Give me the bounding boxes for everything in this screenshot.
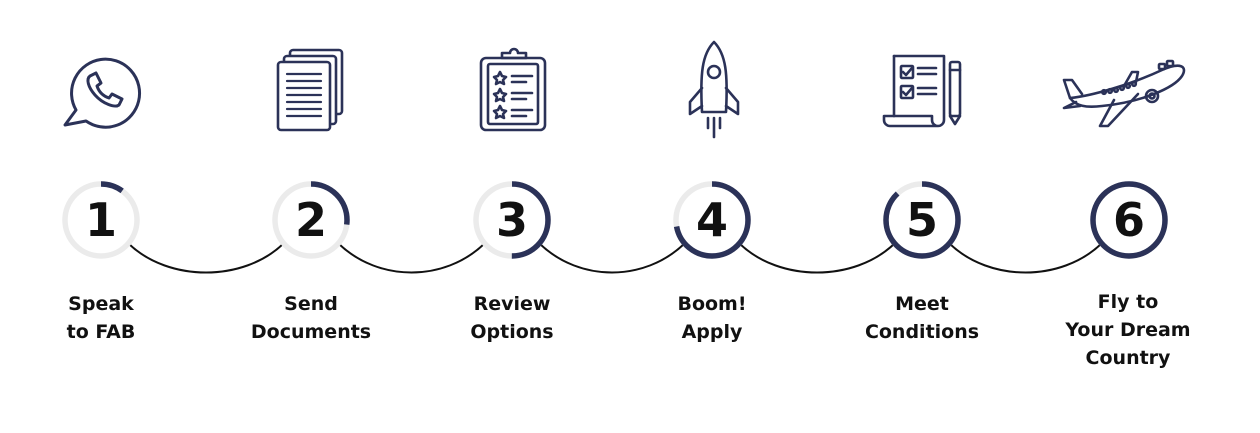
- step-label-6-line-1: Fly to: [1097, 291, 1159, 313]
- step-label-1-line-1: Speak: [68, 293, 134, 315]
- rocket-icon: [686, 40, 742, 140]
- connector-3-4: [539, 243, 685, 274]
- step-badge-5: 5: [883, 181, 961, 259]
- progress-ring-arc: [473, 181, 551, 259]
- step-label-3: Review Options: [412, 290, 612, 346]
- step-label-6: Fly to Your Dream Country: [1028, 288, 1228, 372]
- step-badge-2: 2: [272, 181, 350, 259]
- progress-ring-arc: [62, 181, 140, 259]
- step-badge-3: 3: [473, 181, 551, 259]
- whatsapp-phone-icon: [60, 52, 142, 132]
- step-badge-1: 1: [62, 181, 140, 259]
- connector-1-2: [128, 243, 284, 274]
- step-label-2: Send Documents: [211, 290, 411, 346]
- step-label-1-line-2: to FAB: [66, 321, 136, 343]
- step-label-4: Boom! Apply: [612, 290, 812, 346]
- step-label-1: Speak to FAB: [1, 290, 201, 346]
- step-label-6-line-3: Country: [1085, 347, 1171, 369]
- connector-4-5: [739, 243, 895, 274]
- progress-ring-arc: [673, 181, 751, 259]
- step-badges: 1 2 3 4 5 6: [62, 181, 1168, 259]
- connector-2-3: [338, 243, 485, 274]
- step-number-3: 3: [496, 193, 528, 247]
- step-label-4-line-1: Boom!: [677, 293, 747, 315]
- step-number-6: 6: [1113, 193, 1145, 247]
- step-label-3-line-2: Options: [470, 321, 554, 343]
- step-number-1: 1: [85, 193, 117, 247]
- progress-ring-arc: [1090, 181, 1168, 259]
- step-label-3-line-1: Review: [473, 293, 551, 315]
- step-label-4-line-2: Apply: [681, 321, 743, 343]
- progress-ring-arc: [883, 181, 961, 259]
- connector-lines: [128, 243, 1102, 274]
- step-label-5: Meet Conditions: [822, 290, 1022, 346]
- clipboard-checklist-icon: [478, 46, 548, 134]
- step-number-4: 4: [696, 193, 728, 247]
- documents-stack-icon: [276, 48, 346, 134]
- step-badge-4: 4: [673, 181, 751, 259]
- step-label-6-line-2: Your Dream: [1065, 319, 1191, 341]
- step-label-2-line-1: Send: [284, 293, 338, 315]
- airplane-icon: [1062, 50, 1192, 130]
- progress-ring-arc: [272, 181, 350, 259]
- step-number-5: 5: [906, 193, 938, 247]
- step-label-5-line-2: Conditions: [864, 321, 980, 343]
- connector-5-6: [949, 243, 1102, 274]
- step-label-5-line-1: Meet: [895, 293, 949, 315]
- contract-scroll-icon: [882, 52, 966, 128]
- step-label-2-line-2: Documents: [250, 321, 372, 343]
- step-number-2: 2: [295, 193, 327, 247]
- step-badge-6: 6: [1090, 181, 1168, 259]
